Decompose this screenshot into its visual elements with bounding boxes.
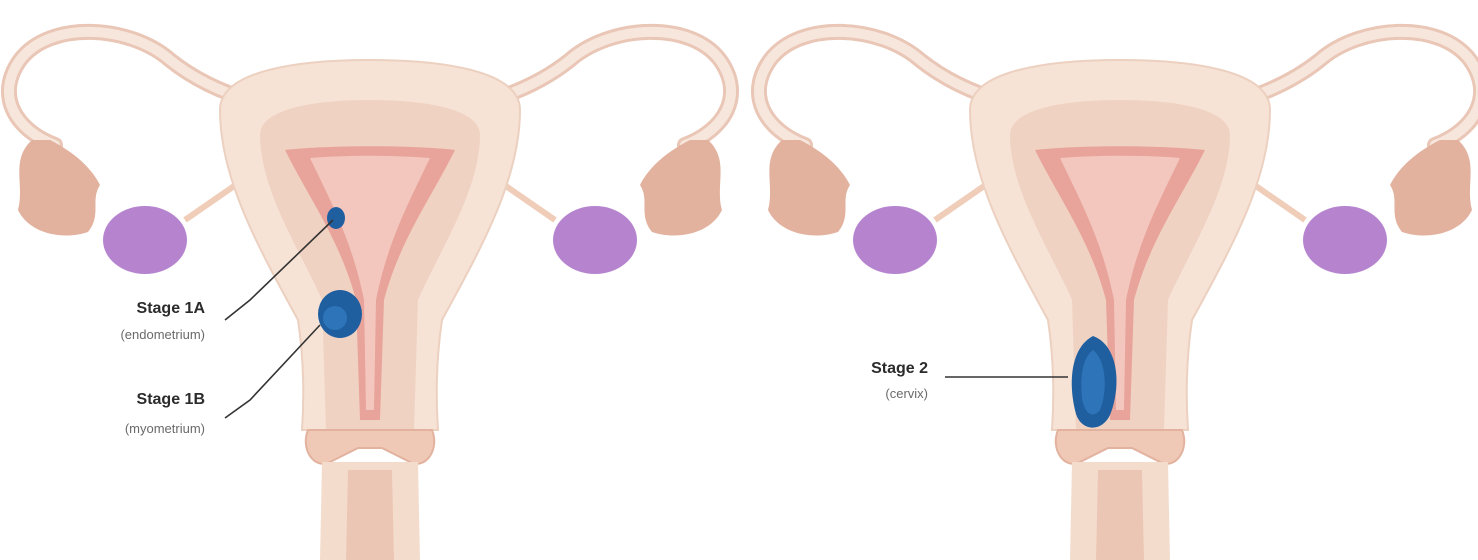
tumour-stage-1a [327,207,345,229]
label-stage-1a-subtitle: (endometrium) [120,327,205,342]
panel-stage-1: Stage 1A (endometrium) Stage 1B (myometr… [9,32,731,560]
label-stage-1b-subtitle: (myometrium) [125,421,205,436]
label-stage-2-title: Stage 2 [871,360,928,377]
tumour-stage-1b [318,290,362,338]
panel-stage-2: Stage 2 (cervix) [759,32,1478,560]
label-stage-1a-title: Stage 1A [137,300,206,317]
label-stage-2-subtitle: (cervix) [885,386,928,401]
label-stage-1b-title: Stage 1B [137,391,205,408]
